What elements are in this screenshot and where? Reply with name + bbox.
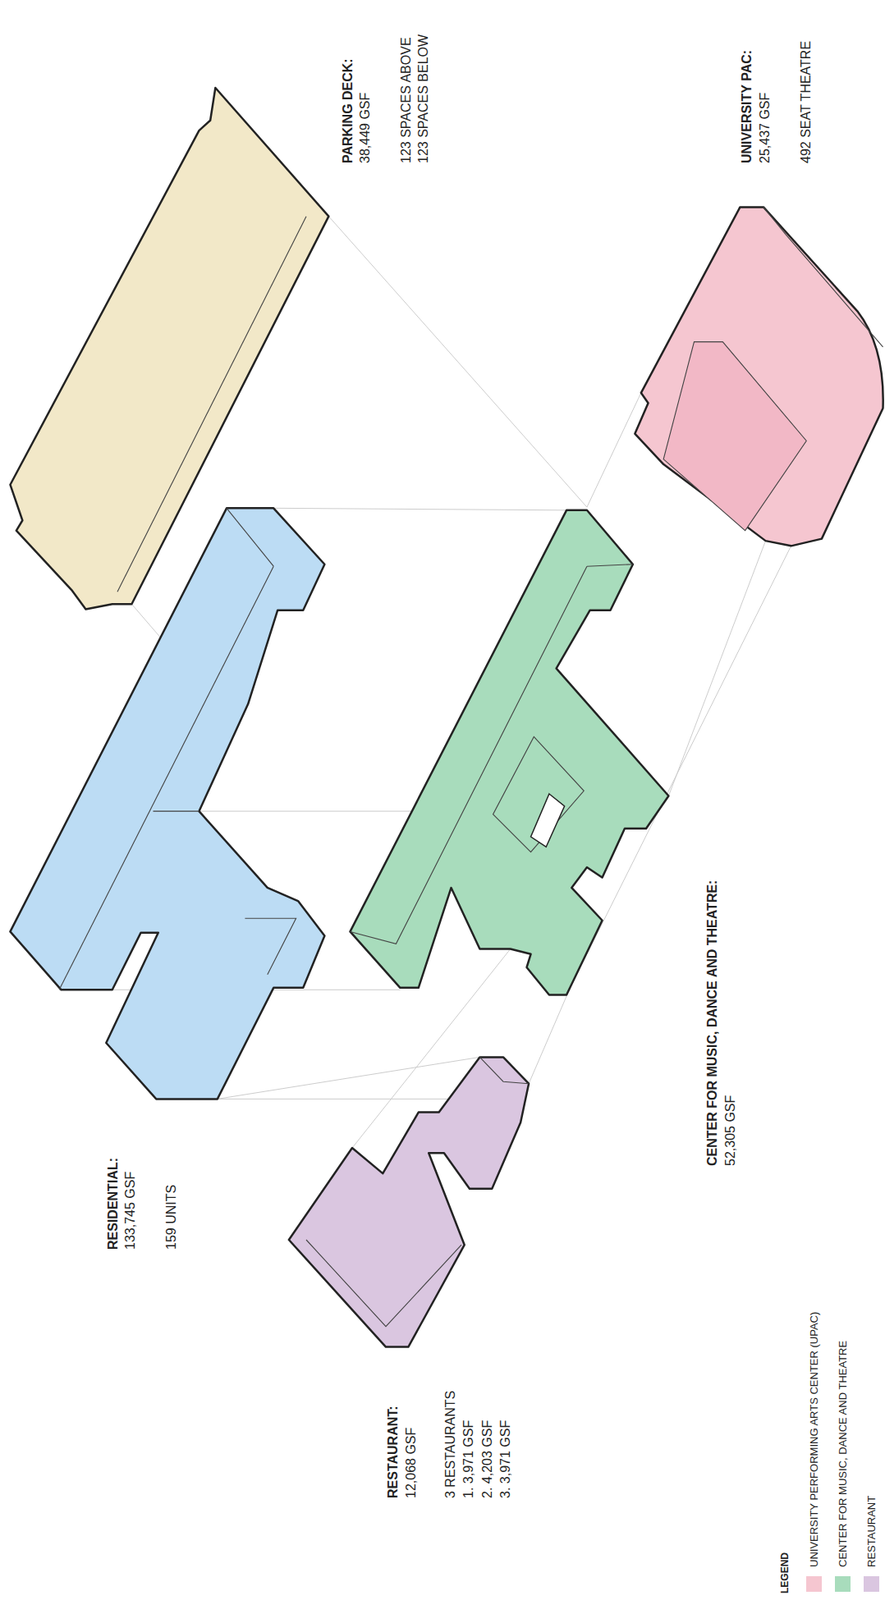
program-heading: RESIDENTIAL: (105, 1158, 122, 1251)
legend-swatch (863, 1577, 880, 1593)
program-label: RESTAURANT:12,068 GSF 3 RESTAURANTS1. 3,9… (385, 1388, 516, 1500)
program-heading: PARKING DECK: (339, 58, 357, 164)
music-dance-theatre-mass (349, 510, 669, 996)
program-data: 52,305 GSF (722, 1095, 739, 1167)
program-data: 133,745 GSF (122, 1172, 139, 1251)
program-heading: UNIVERSITY PAC: (738, 50, 756, 164)
upac-mass (634, 206, 883, 546)
program-heading: RESTAURANT: (385, 1406, 402, 1500)
program-data: 38,449 GSF (357, 92, 374, 164)
mass-edges (59, 206, 883, 1327)
program-data: 3 RESTAURANTS (442, 1391, 459, 1500)
legend-text: RESTAURANT (864, 1496, 880, 1569)
legend-text: UNIVERSITY PERFORMING ARTS CENTER (UPAC) (807, 1312, 822, 1569)
residential-mass (9, 508, 325, 1100)
program-data: 2. 4,203 GSF (479, 1421, 496, 1500)
legend-text: CENTER FOR MUSIC, DANCE AND THEATRE (835, 1341, 851, 1569)
legend-swatch (806, 1577, 822, 1593)
program-data: 3. 3,971 GSF (497, 1421, 514, 1500)
program-label: CENTER FOR MUSIC, DANCE AND THEATRE:52,3… (704, 877, 741, 1167)
program-data: 12,068 GSF (403, 1428, 420, 1500)
program-data: 25,437 GSF (756, 92, 774, 164)
program-label: PARKING DECK:38,449 GSF 123 SPACES ABOVE1… (339, 31, 434, 164)
program-data: 1. 3,971 GSF (460, 1421, 477, 1500)
restaurant-mass (288, 1057, 529, 1348)
courtyard-opening (531, 794, 565, 849)
program-data: 123 SPACES BELOW (415, 34, 432, 164)
program-label: RESIDENTIAL:133,745 GSF 159 UNITS (105, 1155, 182, 1251)
program-data: 123 SPACES ABOVE (398, 36, 415, 164)
program-data: 492 SEAT THEATRE (797, 41, 815, 164)
program-label: UNIVERSITY PAC:25,437 GSF 492 SEAT THEATR… (738, 37, 817, 164)
program-heading: CENTER FOR MUSIC, DANCE AND THEATRE: (704, 880, 721, 1167)
program-data: 159 UNITS (163, 1185, 180, 1251)
legend-swatch (834, 1577, 851, 1593)
legend-heading: LEGEND (778, 1553, 792, 1595)
